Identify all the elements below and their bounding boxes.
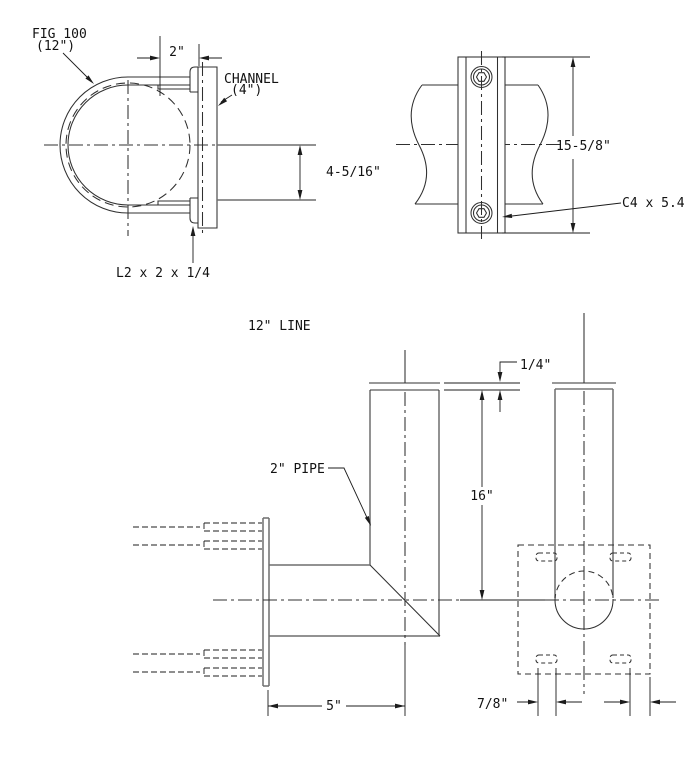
- hidden-studs: [133, 522, 262, 677]
- dim-clip-width-label: 2": [169, 45, 185, 60]
- arrowhead: [479, 390, 485, 400]
- arrowhead: [218, 97, 228, 106]
- channel-label: CHANNEL: [224, 72, 279, 87]
- arrowhead: [190, 226, 196, 236]
- dim-gap: 4-5/16": [297, 145, 381, 200]
- arrowhead: [479, 590, 485, 600]
- pipe-run-edges: [269, 390, 440, 637]
- pipe-label: 2" PIPE: [270, 462, 325, 477]
- ubolt-clamp-section-view: 2" 4-5/16" FIG 100 (12") CHANNEL (4") L2…: [32, 27, 381, 281]
- channel-web-outline: [197, 66, 218, 229]
- support-side-elevation-view: 12" LINE 1/4" 16" 2" PIPE: [133, 319, 551, 716]
- channel-projection-lines: [217, 144, 316, 201]
- riser-cap-plate: [369, 382, 440, 391]
- arrowhead: [620, 699, 630, 705]
- wall-plate-hidden-outline: [517, 544, 651, 675]
- u-bolt-outer-arc: [59, 76, 129, 214]
- arrowhead: [395, 703, 405, 709]
- u-bolt-inner-arc: [67, 84, 129, 206]
- pipe-break-left: [410, 84, 428, 205]
- riser-cap-plate: [552, 382, 616, 390]
- channel-size-label: (4"): [231, 83, 262, 98]
- riser-pipe-edges: [554, 389, 614, 598]
- bolt-bottom: [470, 201, 493, 225]
- run-pipe-hidden-arc: [554, 570, 614, 601]
- angle-clip-top: [157, 66, 198, 93]
- channel-section-callout: C4 x 5.4: [502, 196, 685, 218]
- angle-clip-bottom: [157, 197, 198, 224]
- dim-channel-length: 15-5/8": [502, 56, 611, 234]
- wall-plate-edge: [262, 517, 270, 687]
- arrowhead: [497, 372, 503, 382]
- arrowhead: [85, 75, 94, 84]
- bolt-top: [470, 65, 493, 89]
- fig-size-label: (12"): [36, 39, 75, 54]
- arrowhead: [297, 190, 303, 200]
- channel-flange-lines: [465, 57, 499, 233]
- arrowhead: [199, 55, 209, 61]
- pipe-break-right: [531, 84, 549, 205]
- dim-riser-height: 16": [470, 390, 494, 600]
- arrowhead: [268, 703, 278, 709]
- arrowhead: [528, 699, 538, 705]
- channel-section-label: C4 x 5.4: [622, 196, 685, 211]
- dim-plate-thickness-label: 1/4": [520, 358, 551, 373]
- arrowhead: [650, 699, 660, 705]
- dim-channel-length-label: 15-5/8": [556, 139, 611, 154]
- run-pipe-visible-arc: [554, 599, 614, 630]
- dim-plate-thickness: 1/4": [444, 358, 551, 412]
- arrowhead: [297, 145, 303, 155]
- dim-offset-label: 5": [326, 699, 342, 714]
- dim-slot-label: 7/8": [477, 697, 508, 712]
- arrowhead: [556, 699, 566, 705]
- channel-callout: CHANNEL (4"): [218, 72, 279, 106]
- arrowhead: [364, 516, 371, 526]
- arrowhead: [570, 223, 576, 233]
- channel-elevation-view: 15-5/8" C4 x 5.4: [396, 51, 685, 239]
- stud-slots: [535, 552, 632, 664]
- pipe-callout: 2" PIPE: [270, 462, 371, 526]
- fig-label: FIG 100: [32, 27, 87, 42]
- dim-riser-height-label: 16": [470, 489, 493, 504]
- arrowhead: [497, 390, 503, 400]
- arrowhead: [502, 213, 513, 218]
- angle-label: L2 x 2 x 1/4: [116, 266, 210, 281]
- support-front-elevation-view: 7/8": [477, 313, 676, 716]
- dim-gap-label: 4-5/16": [326, 165, 381, 180]
- line-size-label: 12" LINE: [248, 319, 311, 334]
- dim-clip-width: 2": [137, 36, 222, 96]
- arrowhead: [570, 57, 576, 67]
- angle-callout: L2 x 2 x 1/4: [116, 226, 210, 281]
- dim-offset: 5": [267, 690, 405, 716]
- u-bolt-rods: [128, 76, 190, 214]
- fig-callout: FIG 100 (12"): [32, 27, 94, 84]
- dim-slot: 7/8": [477, 668, 676, 716]
- arrowhead: [150, 55, 160, 61]
